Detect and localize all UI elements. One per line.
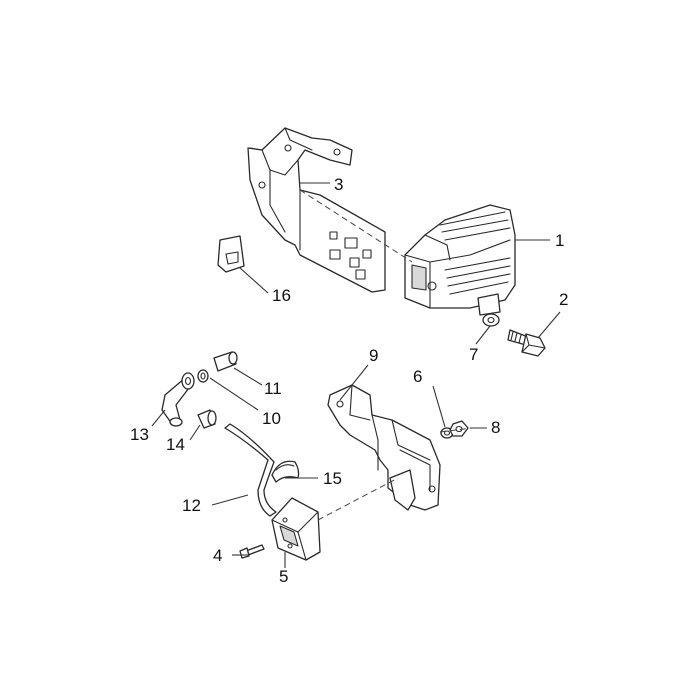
callout-9: 9 <box>369 346 378 365</box>
hose-clamp <box>271 460 300 483</box>
callout-11: 11 <box>264 379 282 398</box>
leader-6 <box>432 385 446 428</box>
connector-fitting-11 <box>213 351 238 372</box>
hose <box>224 423 277 517</box>
leader-7 <box>475 325 491 345</box>
callout-7: 7 <box>469 345 478 364</box>
nut-8 <box>449 420 469 437</box>
washer-7 <box>482 313 500 327</box>
upper-mounting-bracket <box>247 127 386 293</box>
plug-14 <box>197 409 217 429</box>
lower-bracket <box>327 384 441 511</box>
leader-14 <box>189 424 201 441</box>
sleeve-10 <box>197 369 209 383</box>
leader-11 <box>233 367 263 386</box>
callout-14: 14 <box>166 435 185 454</box>
callout-12: 12 <box>182 496 201 515</box>
callout-1: 1 <box>555 231 564 250</box>
leader-10 <box>209 377 259 411</box>
callout-5: 5 <box>279 567 288 586</box>
leader-lines <box>151 182 561 568</box>
callout-8: 8 <box>491 418 500 437</box>
assembly-line-regulator <box>299 189 413 263</box>
callout-labels: 1 2 3 4 5 6 7 8 9 10 11 12 13 14 15 16 <box>130 175 568 586</box>
callout-6: 6 <box>413 367 422 386</box>
callout-13: 13 <box>130 425 149 444</box>
callout-3: 3 <box>334 175 343 194</box>
assembly-line-nut <box>439 427 473 433</box>
clip-nut <box>217 235 245 273</box>
screw-2 <box>507 329 546 357</box>
callout-16: 16 <box>272 286 291 305</box>
voltage-regulator <box>404 204 516 316</box>
leader-13 <box>151 409 166 427</box>
callout-10: 10 <box>262 409 281 428</box>
leader-2 <box>537 311 561 339</box>
module-box <box>271 497 321 561</box>
callout-2: 2 <box>559 290 568 309</box>
leader-12 <box>211 494 249 506</box>
screw-4 <box>239 544 265 559</box>
callout-15: 15 <box>323 469 342 488</box>
leader-9 <box>339 364 369 401</box>
elbow-fitting <box>161 372 195 427</box>
assembly-line-module <box>317 477 399 521</box>
callout-4: 4 <box>213 546 222 565</box>
leader-16 <box>239 267 269 294</box>
